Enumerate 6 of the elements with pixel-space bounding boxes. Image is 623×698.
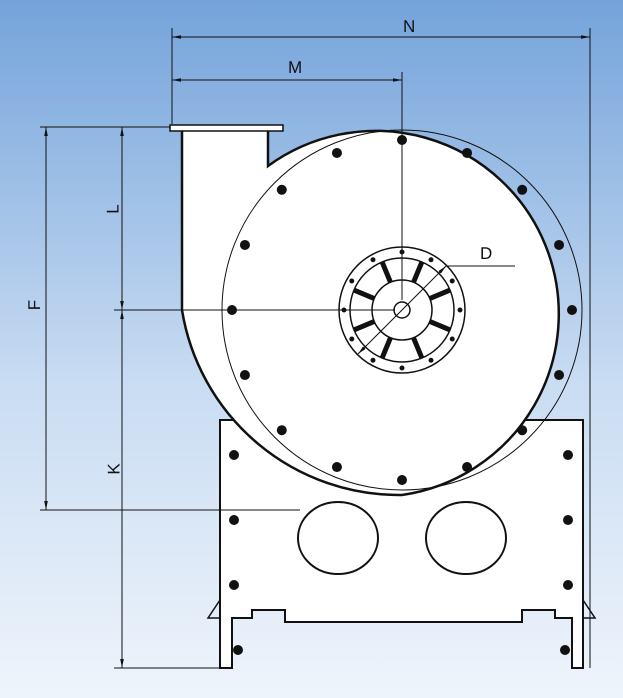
- dimension-label: L: [104, 204, 123, 214]
- dimension-label: F: [26, 300, 44, 310]
- dimension-label: N: [403, 18, 416, 36]
- dimension-label: D: [480, 245, 492, 263]
- dimension-label: K: [106, 463, 124, 475]
- dimension-label: M: [288, 59, 302, 77]
